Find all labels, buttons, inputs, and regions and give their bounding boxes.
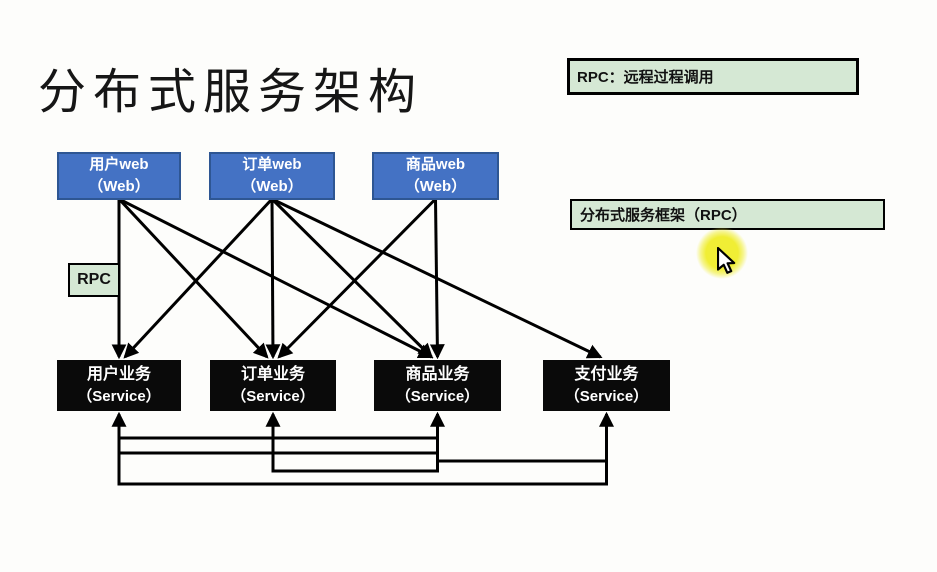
service-box-2-label: 订单业务: [240, 366, 305, 384]
page-title: 分布式服务架构: [38, 64, 424, 120]
service-box-1: 用户业务 （Service）: [57, 360, 181, 411]
service-box-4-label: 支付业务: [574, 366, 639, 384]
connector-line: [277, 197, 437, 359]
service-box-3-sublabel: （Service）: [395, 388, 480, 406]
web-box-2: 订单web （Web）: [209, 152, 335, 200]
rpc-edge-label: RPC: [68, 263, 120, 297]
connector-line: [265, 198, 281, 360]
rpc-framework-note: 分布式服务框架（RPC）: [570, 199, 885, 230]
web-box-2-label: 订单web: [242, 156, 302, 174]
connector-line: [123, 197, 274, 359]
service-box-3: 商品业务 （Service）: [374, 360, 501, 411]
service-box-2: 订单业务 （Service）: [210, 360, 336, 411]
web-box-3: 商品web （Web）: [372, 152, 499, 200]
rpc-framework-text: 分布式服务框架（RPC）: [580, 207, 747, 224]
connector-line: [117, 197, 269, 359]
connector-line: [118, 197, 434, 359]
service-box-1-label: 用户业务: [86, 366, 151, 384]
service-box-4: 支付业务 （Service）: [543, 360, 670, 411]
rpc-edge-label-text: RPC: [77, 271, 111, 288]
rpc-definition-note: RPC：远程过程调用: [567, 58, 859, 95]
web-box-1: 用户web （Web）: [57, 152, 181, 200]
mouse-cursor-icon: [717, 247, 736, 274]
web-box-3-label: 商品web: [405, 156, 466, 174]
web-box-3-sublabel: （Web）: [404, 178, 467, 195]
connector-line: [429, 198, 445, 360]
web-box-2-sublabel: （Web）: [241, 178, 303, 195]
service-box-4-sublabel: （Service）: [564, 388, 649, 406]
rpc-definition-text: RPC：远程过程调用: [577, 69, 714, 86]
web-box-1-label: 用户web: [89, 156, 149, 174]
service-box-3-label: 商品业务: [405, 366, 470, 384]
web-box-1-sublabel: （Web）: [88, 178, 150, 195]
service-box-1-sublabel: （Service）: [77, 388, 161, 406]
service-box-2-sublabel: （Service）: [231, 388, 315, 406]
connector-line: [270, 197, 434, 359]
